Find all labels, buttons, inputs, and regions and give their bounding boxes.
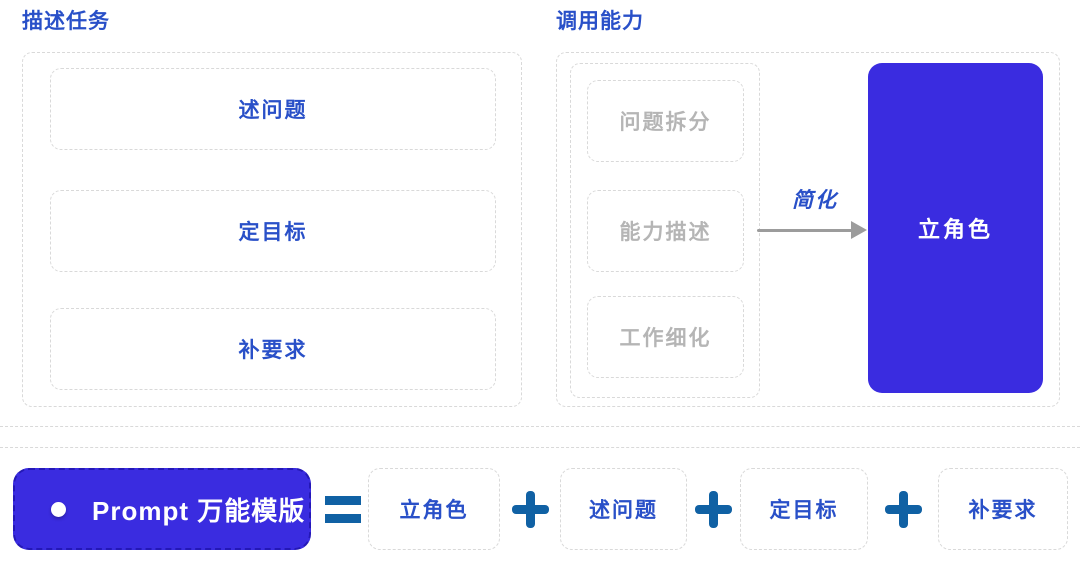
prompt-template-label: Prompt 万能模版 [92,495,306,526]
ability-item-work-refinement: 工作细化 [587,296,744,378]
simplify-arrow-line [757,229,854,232]
ability-item-capability-description: 能力描述 [587,190,744,272]
simplify-arrow-head-icon [851,221,867,239]
formula-term-state-problem: 述问题 [560,468,687,550]
task-item-set-goal: 定目标 [50,190,496,272]
invoke-ability-panel [556,52,1060,407]
task-item-add-requirements: 补要求 [50,308,496,390]
ability-item-problem-split: 问题拆分 [587,80,744,162]
plus-glyph [695,490,732,528]
result-box-set-role: 立角色 [868,63,1043,393]
plus-icon [500,468,560,550]
describe-task-panel [22,52,522,407]
formula-term-add-requirements: 补要求 [938,468,1068,550]
plus-glyph [884,490,922,528]
equals-icon [320,468,366,550]
equals-glyph [325,495,361,523]
plus-icon [687,468,740,550]
plus-icon [868,468,938,550]
prompt-template-button: Prompt 万能模版 [13,468,311,550]
simplify-arrow-label: 简化 [792,189,838,212]
task-item-state-problem: 述问题 [50,68,496,150]
section-divider-bottom [0,447,1080,448]
formula-term-set-goal: 定目标 [740,468,868,550]
plus-glyph [511,490,549,528]
bullet-dot-icon [51,501,66,517]
section-title-describe-task: 描述任务 [22,10,110,33]
formula-term-set-role: 立角色 [368,468,500,550]
section-title-invoke-ability: 调用能力 [556,10,644,33]
section-divider-top [0,426,1080,427]
